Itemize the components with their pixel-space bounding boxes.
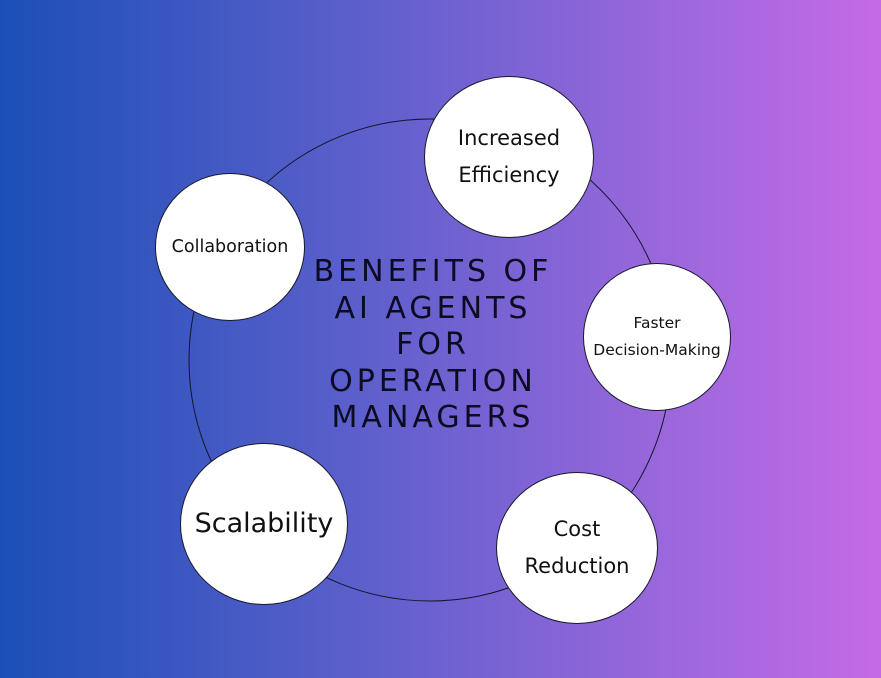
title-line: BENEFITS OF	[313, 254, 553, 289]
node-label: Collaboration	[171, 237, 289, 257]
node-label: Cost Reduction	[524, 517, 630, 578]
title-line: AI AGENTS	[334, 290, 532, 326]
node-cost-reduction: Cost Reduction	[496, 472, 658, 624]
node-faster-decision-making: Faster Decision-Making	[583, 263, 731, 411]
node-collaboration: Collaboration	[155, 173, 305, 321]
node-label: Increased Efficiency	[457, 126, 561, 187]
node-scalability: Scalability	[180, 443, 348, 605]
central-title: BENEFITS OF AI AGENTS FOR OPERATION MANA…	[292, 254, 574, 437]
node-increased-efficiency: Increased Efficiency	[424, 76, 594, 238]
node-label: Scalability	[194, 508, 334, 539]
title-line: OPERATION	[329, 363, 537, 399]
node-label: Faster Decision-Making	[593, 314, 721, 359]
title-line: FOR	[396, 327, 470, 362]
title-line: MANAGERS	[331, 400, 535, 435]
